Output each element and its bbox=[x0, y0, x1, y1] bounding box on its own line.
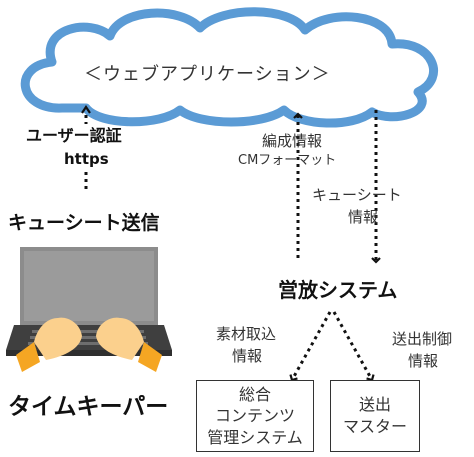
web-application-label: ＜ウェブアプリケーション＞ bbox=[84, 64, 331, 85]
master-box-line2: マスター bbox=[342, 417, 407, 436]
content-box-line1: 総合 bbox=[238, 384, 271, 404]
transmission-master-box: 送出 マスター bbox=[330, 380, 420, 452]
schedule-info-label: 編成情報 bbox=[262, 132, 323, 150]
master-box-line1: 送出 bbox=[358, 395, 391, 415]
cuesheet-send-label: キューシート送信 bbox=[8, 212, 160, 234]
https-label: https bbox=[64, 150, 109, 168]
typing-hands-icon bbox=[16, 317, 162, 372]
user-auth-label: ユーザー認証 bbox=[26, 126, 122, 145]
laptop-icon bbox=[6, 247, 172, 356]
cm-format-label: CMフォーマット bbox=[238, 153, 337, 168]
broadcast-system-label: 営放システム bbox=[278, 278, 398, 302]
material-ingest-label: 素材取込 bbox=[216, 325, 277, 343]
transmission-control-label: 送出制御 bbox=[392, 330, 453, 348]
transmission-control-label-2: 情報 bbox=[408, 352, 439, 370]
content-management-box: 総合 コンテンツ 管理システム bbox=[196, 380, 314, 452]
material-ingest-label-2: 情報 bbox=[232, 347, 263, 365]
content-box-line3: 管理システム bbox=[207, 427, 303, 447]
material-ingest-arrow bbox=[289, 311, 332, 382]
timekeeper-label: タイムキーパー bbox=[8, 394, 169, 420]
cuesheet-info-label: キューシート bbox=[312, 186, 402, 204]
cloud-shape bbox=[20, 7, 438, 128]
content-box-line2: コンテンツ bbox=[214, 406, 295, 426]
transmission-control-arrow bbox=[332, 311, 375, 382]
user-auth-arrowhead bbox=[81, 105, 91, 114]
cuesheet-info-label-2: 情報 bbox=[348, 208, 379, 226]
